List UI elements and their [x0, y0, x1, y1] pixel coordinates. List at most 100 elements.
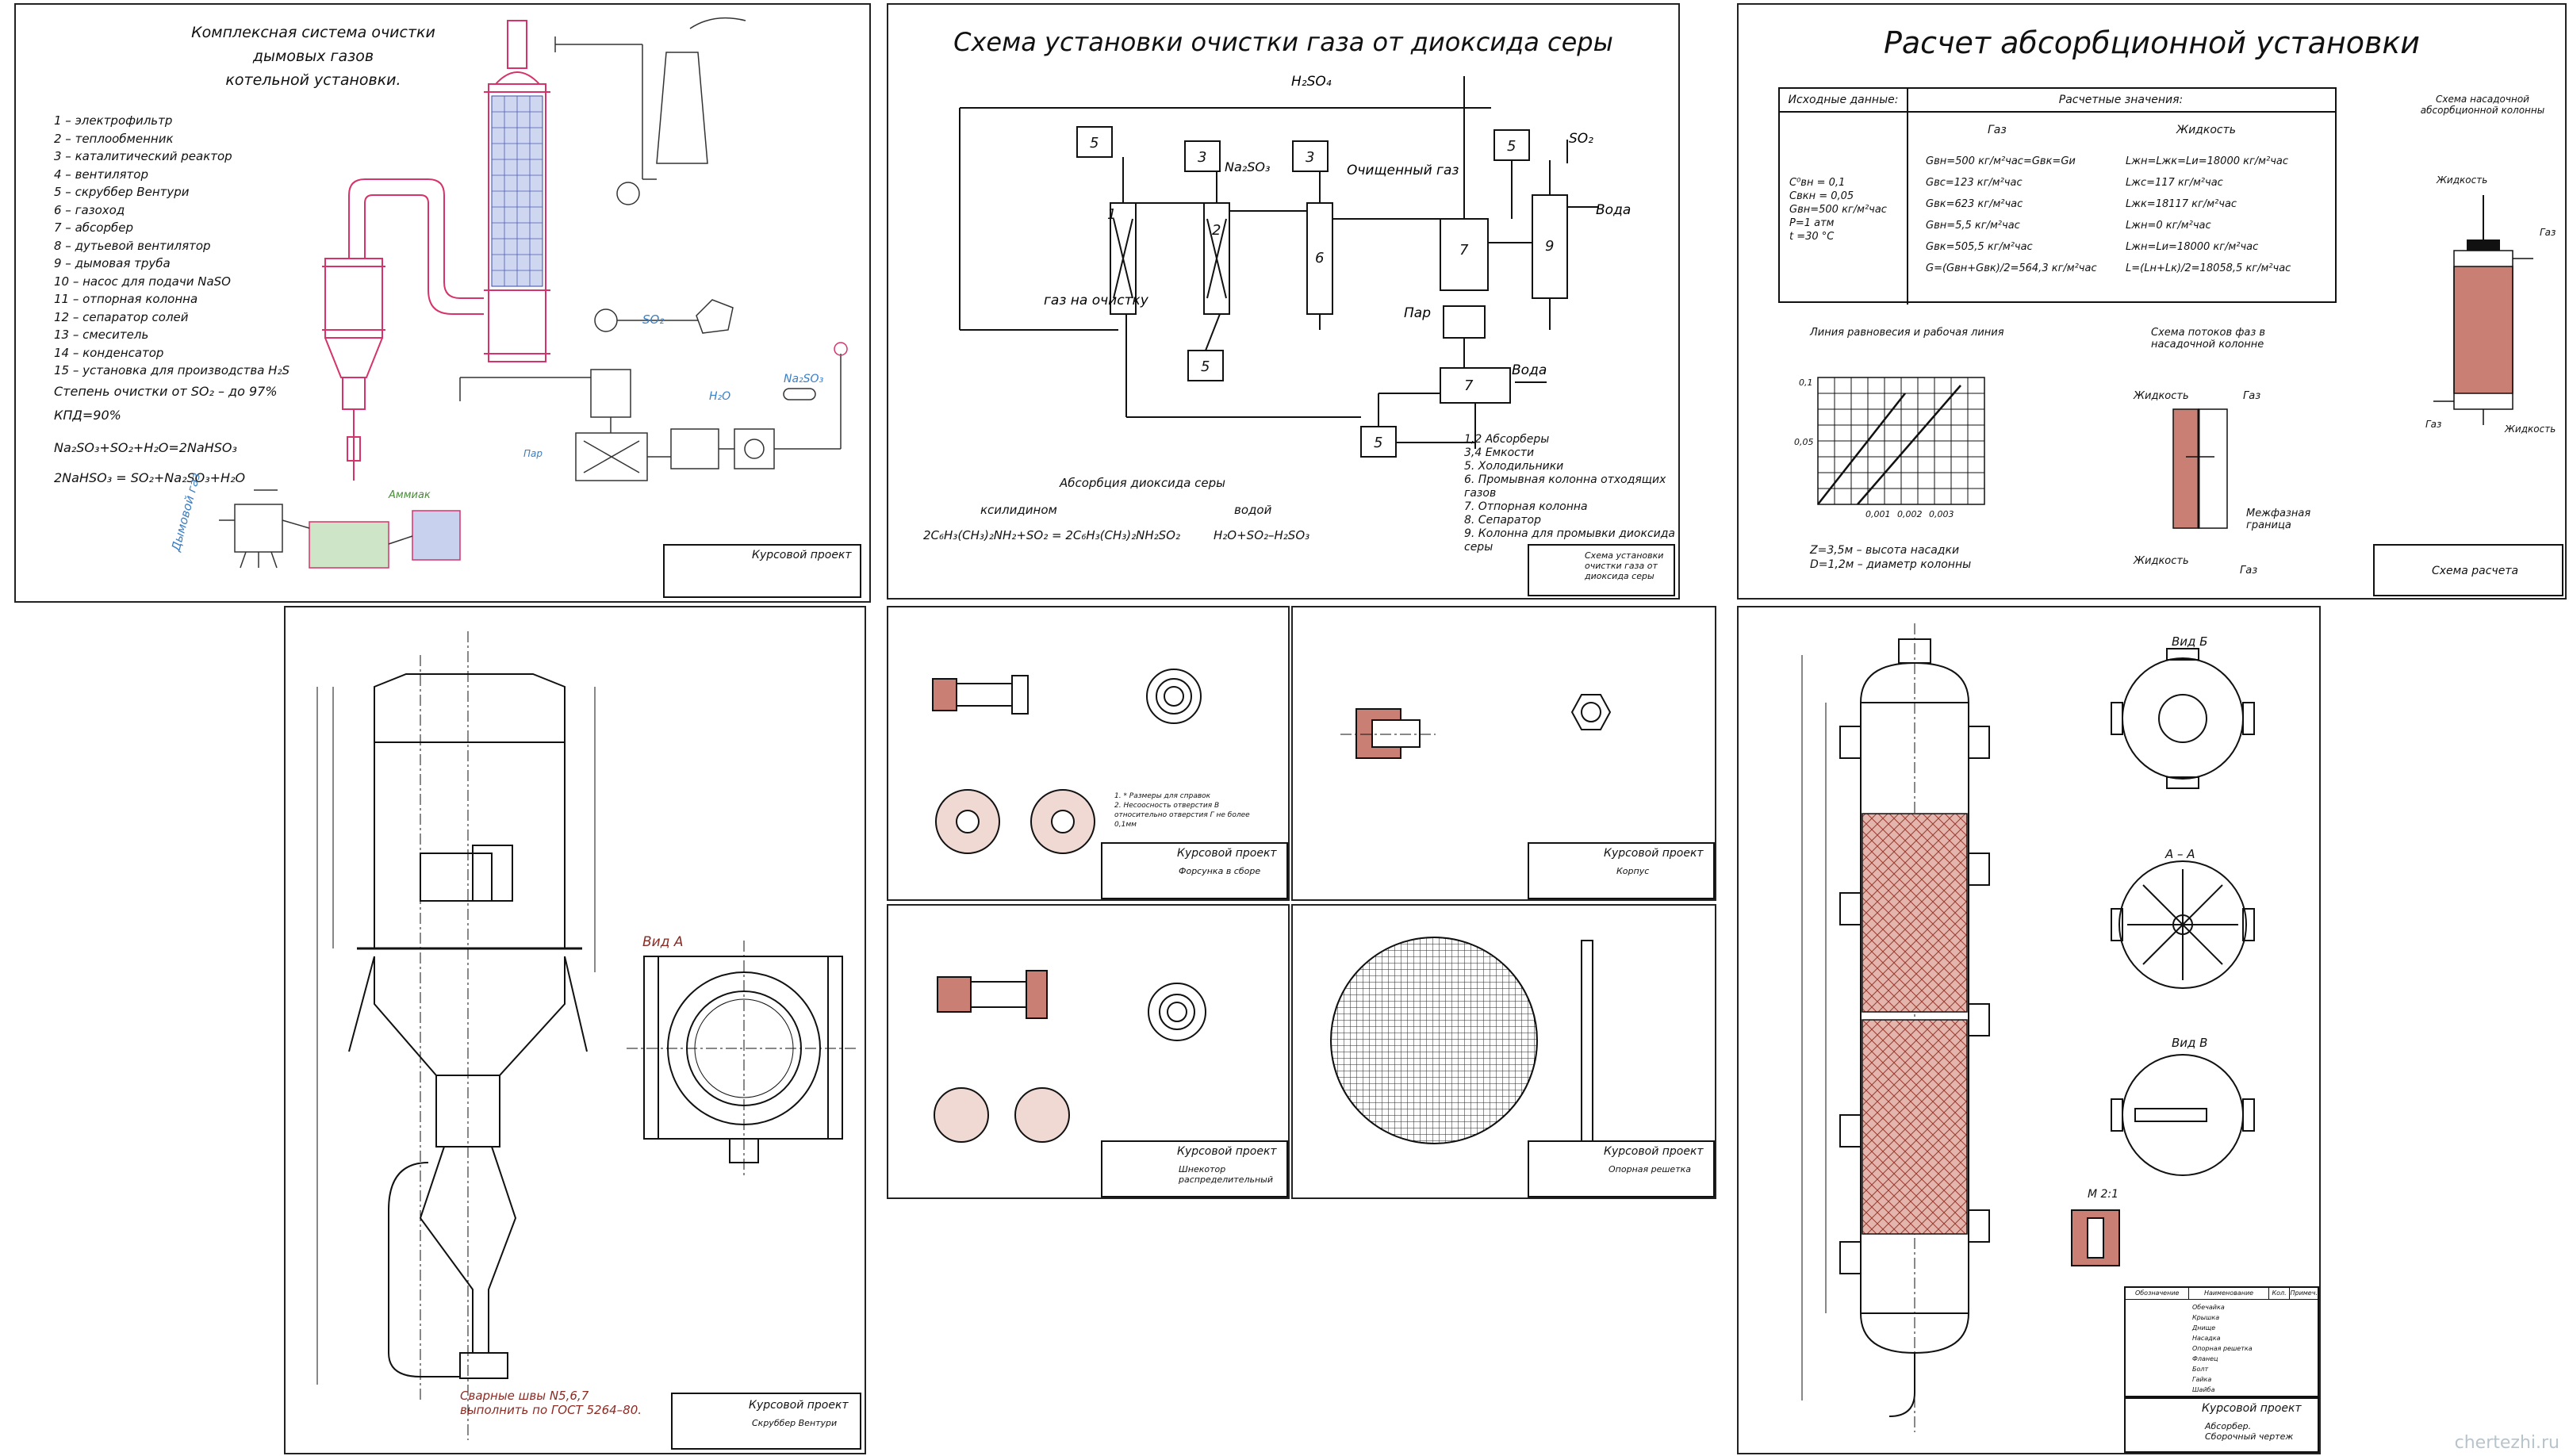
- sheet-absorber-assembly: Вид Б А – А Вид В М 2:1 Обозначение Наим…: [1737, 606, 2321, 1454]
- svg-text:0,003: 0,003: [1929, 509, 1954, 519]
- gas-values: Gвн=500 кг/м²час=Gвк=Gи Gвс=123 кг/м²час…: [1926, 155, 2097, 274]
- flue-gas-process-diagram: Дымовой газ Аммиак SO₂ H₂O Пар Na₂SO₃: [168, 17, 848, 569]
- view-aa-label: А – А: [2165, 847, 2195, 861]
- column-gas-bottom: Газ: [2425, 419, 2442, 430]
- flow-scheme-title: Схема потоков фаз в насадочной колонне: [2151, 327, 2266, 351]
- col-9: 9: [1545, 238, 1554, 255]
- h2o-label: H₂O: [709, 390, 730, 403]
- col-7: 7: [1459, 242, 1469, 259]
- sheet1-stamp: Курсовой проект: [663, 544, 861, 598]
- interface-label: Межфазная граница: [2246, 508, 2311, 531]
- view-b-drawing: [2111, 648, 2255, 789]
- sheet7-stamp: Курсовой проект Шнекотор распределительн…: [1101, 1140, 1288, 1197]
- gas-top-label: Газ: [2243, 390, 2261, 402]
- venturi-scrubber-drawing: [316, 631, 857, 1440]
- naso3-label: Na₂SO₃: [784, 373, 824, 385]
- column-diameter: D=1,2м – диаметр колонны: [1810, 558, 1972, 571]
- packing-height: Z=3,5м – высота насадки: [1810, 544, 1960, 557]
- svg-text:0,002: 0,002: [1897, 509, 1923, 519]
- na2so3-label: Na₂SO₃: [1225, 159, 1270, 174]
- sheet2-title: Схема установки очистки газа от диоксида…: [953, 27, 1613, 57]
- col-6: 6: [1315, 250, 1324, 266]
- support-grid-drawing: [1330, 937, 1593, 1154]
- efficiency-note: Степень очистки от SO₂ – до 97%: [54, 383, 278, 399]
- eq-line-title: Линия равновесия и рабочая линия: [1810, 327, 2004, 339]
- so2-label: SO₂: [642, 312, 664, 327]
- steam-label: Пар: [523, 448, 543, 459]
- box-5-d: 5: [1374, 435, 1382, 451]
- view-a-label: Вид А: [642, 934, 684, 950]
- sheet5-stamp: Курсовой проект Форсунка в сборе: [1101, 842, 1288, 899]
- box-3-a: 3: [1198, 149, 1206, 166]
- so2-out-label: SO₂: [1569, 131, 1593, 147]
- column-gas-top: Газ: [2540, 227, 2556, 238]
- nozzle-assembly-drawing: [932, 669, 1202, 854]
- sheet1-title: Комплексная система очистки дымовых газо…: [191, 24, 435, 89]
- liquid-values: Lжн=Lжк=Lи=18000 кг/м²час Lжс=117 кг/м²ч…: [2126, 155, 2291, 274]
- equation-2: H₂O+SO₂–H₂SO₃: [1214, 528, 1310, 542]
- liquid-top-label: Жидкость: [2134, 390, 2189, 402]
- column-liquid-top: Жидкость: [2437, 174, 2488, 186]
- calc-table: Исходные данные: Расчетные значения: Газ…: [1778, 87, 2337, 305]
- sheet8-stamp: Курсовой проект Опорная решетка: [1528, 1140, 1715, 1197]
- gas-bottom-label: Газ: [2240, 565, 2258, 577]
- view-v-label: Вид В: [2172, 1036, 2208, 1050]
- kpd-note: КПД=90%: [54, 408, 121, 423]
- phase-flow-scheme: [2172, 408, 2228, 529]
- packed-column-scheme: [2433, 195, 2533, 425]
- so2-section: [594, 299, 848, 400]
- sheet4-stamp: Курсовой проект Скруббер Вентури: [671, 1393, 861, 1450]
- so2-cleaning-diagram: 5 3 3 5 5 5 7 1 2 6 7 9 H₂SO₄ Na₂SO₃ Очи…: [959, 74, 1631, 458]
- box-3-b: 3: [1306, 149, 1314, 166]
- box-5-c: 5: [1201, 358, 1210, 375]
- spec-table: Обозначение Наименование Кол. Примеч. Об…: [2124, 1286, 2319, 1397]
- absorber-assembly-drawing: [1801, 623, 2255, 1432]
- column-liquid-bottom: Жидкость: [2505, 423, 2556, 435]
- box-5-b: 5: [1507, 138, 1516, 155]
- absorber-7: [459, 354, 842, 481]
- sheet6-stamp: Курсовой проект Корпус: [1528, 842, 1715, 899]
- col-2: 2: [1212, 222, 1221, 239]
- chimney-9: [554, 17, 746, 205]
- gas-in-label: газ на очистку: [1044, 293, 1149, 308]
- sheet2-stamp: Схема установки очистки газа от диоксида…: [1528, 544, 1675, 596]
- nozzle-notes: 1. * Размеры для справок 2. Несоосность …: [1114, 792, 1250, 829]
- reactor-hatch: [492, 96, 543, 286]
- smoke-gas-label: Дымовой газ: [168, 471, 203, 554]
- equation-1: 2C₆H₃(CH₃)₂NH₂+SO₂ = 2C₆H₃(CH₃)₂NH₂SO₂: [923, 528, 1180, 542]
- weld-note: Сварные швы N5,6,7 выполнить по ГОСТ 526…: [460, 1389, 642, 1417]
- sheet-absorption-calc: Расчет абсорбционной установки Исходные …: [1737, 3, 2567, 600]
- sheet3-title: Расчет абсорбционной установки: [1883, 25, 2421, 60]
- steam-label: Пар: [1404, 305, 1431, 321]
- electrofilter-1: [322, 258, 385, 481]
- h2so4-label: H₂SO₄: [1291, 74, 1332, 90]
- sheet3-stamp: Схема расчета: [2373, 544, 2563, 596]
- col-1: 1: [1107, 206, 1116, 223]
- initial-data: C⁰вн = 0,1 Cвкн = 0,05 Gвн=500 кг/м²час …: [1789, 177, 1887, 243]
- sheet-support-grid: Курсовой проект Опорная решетка: [1291, 904, 1716, 1199]
- sheet1-legend: 1 – электрофильтр 2 – теплообменник 3 – …: [54, 112, 289, 488]
- svg-text:0,1: 0,1: [1799, 377, 1813, 388]
- body-part-drawing: [1340, 694, 1612, 759]
- distributor-drawing: [934, 970, 1206, 1143]
- water-top-label: Вода: [1596, 202, 1631, 218]
- sheet9-stamp: Курсовой проект Абсорбер. Сборочный черт…: [2124, 1397, 2319, 1453]
- xylidine-label: ксилидином: [980, 503, 1057, 517]
- sheet-distributor: Курсовой проект Шнекотор распределительн…: [887, 904, 1290, 1199]
- water-bottom-label: Вода: [1512, 362, 1547, 378]
- sheet-venturi-scrubber: Вид А Сварные швы N5,6,7 выполнить по ГО…: [284, 606, 866, 1454]
- m21-label: М 2:1: [2088, 1188, 2119, 1201]
- view-v-drawing: [2111, 1054, 2255, 1176]
- sheet2-legend: 1,2 Абсорберы 3,4 Емкости 5. Холодильник…: [1464, 433, 1675, 554]
- box-7-b: 7: [1464, 377, 1474, 394]
- site-watermark: chertezhi.ru: [2454, 1433, 2559, 1453]
- ammonia-label: Аммиак: [388, 489, 431, 501]
- gas-cleaning-filters: [219, 489, 461, 569]
- column-scheme-title: Схема насадочной абсорбционной колонны: [2420, 94, 2545, 116]
- reaction-1: Na₂SO₃+SO₂+H₂O=2NaHSO₃: [54, 439, 237, 455]
- box-5-a: 5: [1090, 135, 1099, 151]
- catalytic-reactor-3: [484, 20, 550, 362]
- sheet-flue-gas-system: Комплексная система очистки дымовых газо…: [14, 3, 871, 603]
- detail-m21: [2071, 1209, 2120, 1266]
